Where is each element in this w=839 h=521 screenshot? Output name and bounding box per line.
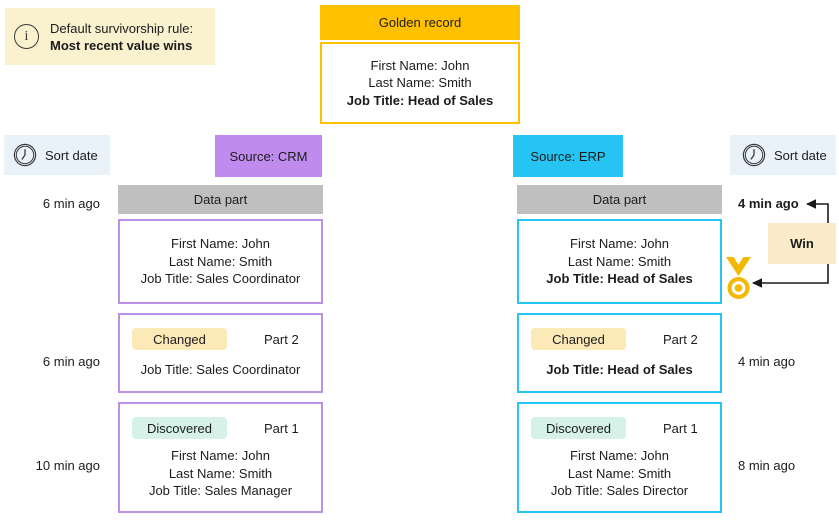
discovered-badge: Discovered — [531, 417, 626, 439]
source-crm-badge: Source: CRM — [215, 135, 322, 177]
crm-data-part-header: Data part — [118, 185, 323, 214]
survivorship-rule-text: Default survivorship rule: Most recent v… — [50, 20, 193, 54]
crm-job-title: Job Title: Sales Coordinator — [140, 271, 301, 287]
survivorship-rule-callout: i Default survivorship rule: Most recent… — [5, 8, 215, 65]
crm-part1-job-title: Job Title: Sales Manager — [148, 483, 293, 498]
golden-record-card: First Name: John Last Name: Smith Job Ti… — [320, 42, 520, 124]
golden-first-name: First Name: John — [370, 57, 470, 73]
crm-part1-fields: First Name: John Last Name: Smith Job Ti… — [120, 447, 321, 500]
golden-job-title: Job Title: Head of Sales — [346, 92, 494, 108]
clock-icon — [13, 143, 37, 167]
part1-label: Part 1 — [663, 420, 698, 436]
discovered-badge: Discovered — [132, 417, 227, 439]
erp-job-title: Job Title: Head of Sales — [546, 271, 693, 287]
crm-part1-last-name: Last Name: Smith — [168, 465, 273, 481]
erp-part1-first-name: First Name: John — [570, 448, 669, 463]
timestamp-crm-current: 6 min ago — [42, 196, 100, 211]
erp-data-part-header: Data part — [517, 185, 722, 214]
erp-first-name: First Name: John — [570, 236, 669, 252]
erp-part1-badge-row: Discovered Part 1 — [531, 417, 720, 439]
crm-part1-badge-row: Discovered Part 1 — [132, 417, 321, 439]
crm-part2-badge-row: Changed Part 2 — [132, 328, 321, 350]
sort-date-label: Sort date — [45, 147, 98, 163]
crm-part1-card: Discovered Part 1 First Name: John Last … — [118, 402, 323, 513]
source-erp-badge: Source: ERP — [513, 135, 623, 177]
changed-badge: Changed — [132, 328, 227, 350]
erp-part1-fields: First Name: John Last Name: Smith Job Ti… — [519, 447, 720, 500]
timestamp-erp-current-winner: 4 min ago — [738, 196, 799, 211]
win-box: Win — [768, 223, 836, 264]
erp-part1-job-title: Job Title: Sales Director — [550, 483, 689, 498]
sort-date-label: Sort date — [774, 147, 827, 163]
golden-record-header: Golden record — [320, 5, 520, 40]
clock-icon — [742, 143, 766, 167]
timestamp-crm-part2: 6 min ago — [42, 354, 100, 369]
erp-current-record-card: First Name: John Last Name: Smith Job Ti… — [517, 219, 722, 304]
medal-icon — [726, 257, 751, 299]
sort-date-chip-left: Sort date — [4, 135, 110, 175]
changed-badge: Changed — [531, 328, 626, 350]
erp-part2-job-title: Job Title: Head of Sales — [546, 362, 693, 377]
erp-part2-card: Changed Part 2 Job Title: Head of Sales — [517, 313, 722, 393]
crm-part1-first-name: First Name: John — [171, 448, 270, 463]
crm-first-name: First Name: John — [171, 236, 270, 252]
rule-value: Most recent value wins — [50, 37, 193, 53]
sort-date-chip-right: Sort date — [730, 135, 836, 175]
golden-last-name: Last Name: Smith — [368, 75, 472, 91]
crm-current-record-card: First Name: John Last Name: Smith Job Ti… — [118, 219, 323, 304]
timestamp-erp-part1: 8 min ago — [738, 458, 796, 473]
crm-part2-job-title: Job Title: Sales Coordinator — [140, 362, 301, 377]
erp-part2-badge-row: Changed Part 2 — [531, 328, 720, 350]
timestamp-erp-part2: 4 min ago — [738, 354, 796, 369]
erp-last-name: Last Name: Smith — [567, 253, 672, 269]
erp-part1-card: Discovered Part 1 First Name: John Last … — [517, 402, 722, 513]
timestamp-crm-part1: 10 min ago — [35, 458, 100, 473]
info-icon: i — [14, 24, 39, 49]
rule-label: Default survivorship rule: — [50, 20, 194, 36]
arrowhead-left-bottom — [752, 278, 762, 288]
crm-part2-card: Changed Part 2 Job Title: Sales Coordina… — [118, 313, 323, 393]
crm-last-name: Last Name: Smith — [168, 253, 273, 269]
erp-part1-last-name: Last Name: Smith — [567, 465, 672, 481]
part1-label: Part 1 — [264, 420, 299, 436]
part2-label: Part 2 — [663, 331, 698, 347]
part2-label: Part 2 — [264, 331, 299, 347]
